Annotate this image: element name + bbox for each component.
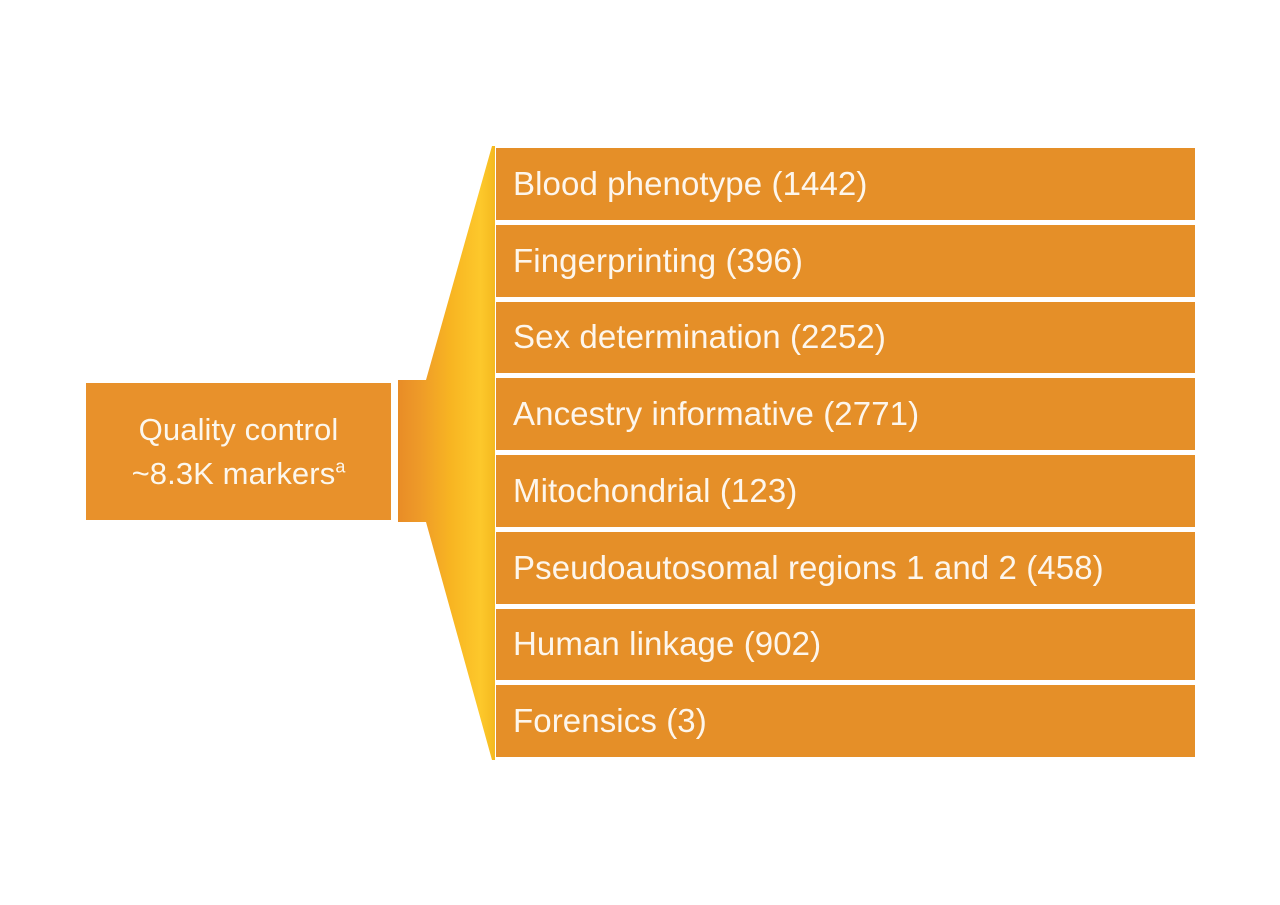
source-node-quality-control: Quality control ~8.3K markersa (86, 383, 391, 520)
arrow-shape-icon (398, 146, 495, 760)
footnote-marker-superscript: a (335, 456, 346, 477)
arrow-polygon (398, 146, 495, 760)
list-item[interactable]: Mitochondrial (123) (496, 455, 1195, 527)
list-item-label: Human linkage (902) (513, 625, 822, 663)
list-item[interactable]: Blood phenotype (1442) (496, 148, 1195, 220)
list-item[interactable]: Human linkage (902) (496, 608, 1195, 681)
list-item-label: Mitochondrial (123) (513, 471, 798, 509)
list-item-label: Pseudoautosomal regions 1 and 2 (458) (513, 548, 1104, 586)
source-node-marker-count: ~8.3K markers (131, 455, 336, 491)
list-item[interactable]: Ancestry informative (2771) (496, 378, 1195, 450)
list-item-label: Sex determination (2252) (513, 318, 886, 356)
list-item-label: Ancestry informative (2771) (513, 395, 920, 433)
list-item[interactable]: Pseudoautosomal regions 1 and 2 (458) (496, 531, 1195, 604)
list-item-label: Blood phenotype (1442) (513, 164, 868, 202)
list-item[interactable]: Fingerprinting (396) (496, 224, 1195, 297)
source-node-title-line-2: ~8.3K markersa (132, 452, 346, 496)
list-item[interactable]: Sex determination (2252) (496, 301, 1195, 374)
list-item-label: Forensics (3) (513, 702, 707, 740)
marker-category-list: Blood phenotype (1442) Fingerprinting (3… (496, 148, 1195, 757)
source-node-title-line-1: Quality control (138, 411, 339, 447)
list-item[interactable]: Forensics (3) (496, 685, 1195, 757)
fan-out-arrow-connector (396, 146, 498, 760)
list-item-label: Fingerprinting (396) (513, 241, 803, 279)
